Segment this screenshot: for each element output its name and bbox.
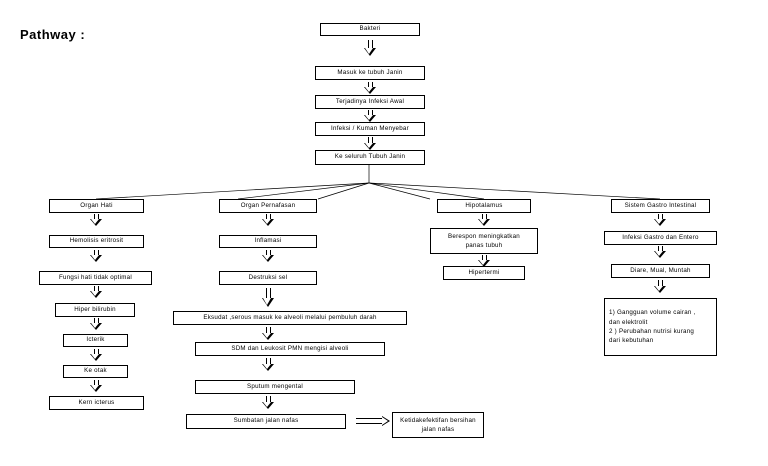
down-block-arrow-icon — [478, 255, 490, 268]
node-terjadinya-infeksi-awal: Terjadinya Infeksi Awal — [315, 95, 425, 109]
down-block-arrow-icon — [262, 358, 274, 372]
node-ke-otak: Ke otak — [63, 365, 128, 378]
down-block-arrow-icon — [262, 396, 274, 410]
down-block-arrow-icon — [90, 380, 102, 393]
node-sumbatan-jalan-nafas: Sumbatan jalan nafas — [186, 414, 346, 429]
node-infeksi-gastro-dan-entero: Infeksi Gastro dan Entero — [604, 231, 717, 245]
node-diare-mual-muntah: Diare, Mual, Muntah — [611, 264, 710, 278]
node-sputum-mengental: Sputum mengental — [195, 380, 355, 394]
right-block-arrow-icon — [356, 416, 390, 427]
down-block-arrow-icon — [262, 327, 274, 341]
down-block-arrow-icon — [364, 110, 376, 122]
node-berespon-meningkatkan-panas-tubuh: Berespon meningkatkan panas tubuh — [430, 228, 538, 254]
node-masalah-gastrointestinal: 1) Gangguan volume cairan , dan elektrol… — [604, 298, 717, 356]
node-fungsi-hati-tidak-optimal: Fungsi hati tidak optimal — [39, 271, 152, 285]
page-title: Pathway : — [20, 27, 86, 42]
down-block-arrow-icon — [90, 349, 102, 362]
node-hipotalamus: Hipotalamus — [437, 199, 531, 213]
node-ketidakefektifan-bersihan-jalan-nafas: Ketidakefektifan bersihan jalan nafas — [392, 412, 484, 438]
node-hipertermi: Hipertermi — [443, 266, 525, 280]
node-inflamasi: Inflamasi — [219, 235, 317, 248]
node-icterik: Icterik — [63, 334, 128, 347]
down-block-arrow-icon — [262, 214, 274, 227]
down-block-arrow-icon — [364, 40, 376, 56]
node-infeksi-kuman-menyebar: Infeksi / Kuman Menyebar — [315, 122, 425, 136]
down-block-arrow-icon — [90, 318, 102, 331]
down-block-arrow-icon — [90, 214, 102, 227]
node-sdm-leukosit-pmn: SDM dan Leukosit PMN mengisi alveoli — [195, 342, 385, 356]
down-block-arrow-icon — [654, 214, 666, 227]
node-bakteri: Bakteri — [320, 23, 420, 36]
down-block-arrow-icon — [262, 288, 274, 308]
down-block-arrow-icon — [654, 246, 666, 259]
node-organ-pernafasan: Organ Pernafasan — [219, 199, 317, 213]
node-destruksi-sel: Destruksi sel — [219, 271, 317, 285]
down-block-arrow-icon — [90, 286, 102, 299]
down-block-arrow-icon — [654, 280, 666, 294]
node-sistem-gastro-intestinal: Sistem Gastro Intestinal — [611, 199, 710, 213]
node-ke-seluruh-tubuh-janin: Ke seluruh Tubuh Janin — [315, 150, 425, 165]
down-block-arrow-icon — [364, 82, 376, 94]
node-masuk-ke-tubuh-janin: Masuk ke tubuh Janin — [315, 66, 425, 80]
down-block-arrow-icon — [364, 137, 376, 150]
node-organ-hati: Organ Hati — [49, 199, 144, 213]
node-hiper-bilirubin: Hiper bilirubin — [55, 303, 135, 317]
node-eksudat-serous: Eksudat ,serous masuk ke alveoli melalui… — [173, 311, 407, 325]
node-hemolisis-eritrosit: Hemolisis eritrosit — [49, 235, 144, 248]
node-kern-icterus: Kern icterus — [49, 396, 144, 410]
down-block-arrow-icon — [90, 250, 102, 263]
down-block-arrow-icon — [478, 214, 490, 227]
down-block-arrow-icon — [262, 250, 274, 263]
